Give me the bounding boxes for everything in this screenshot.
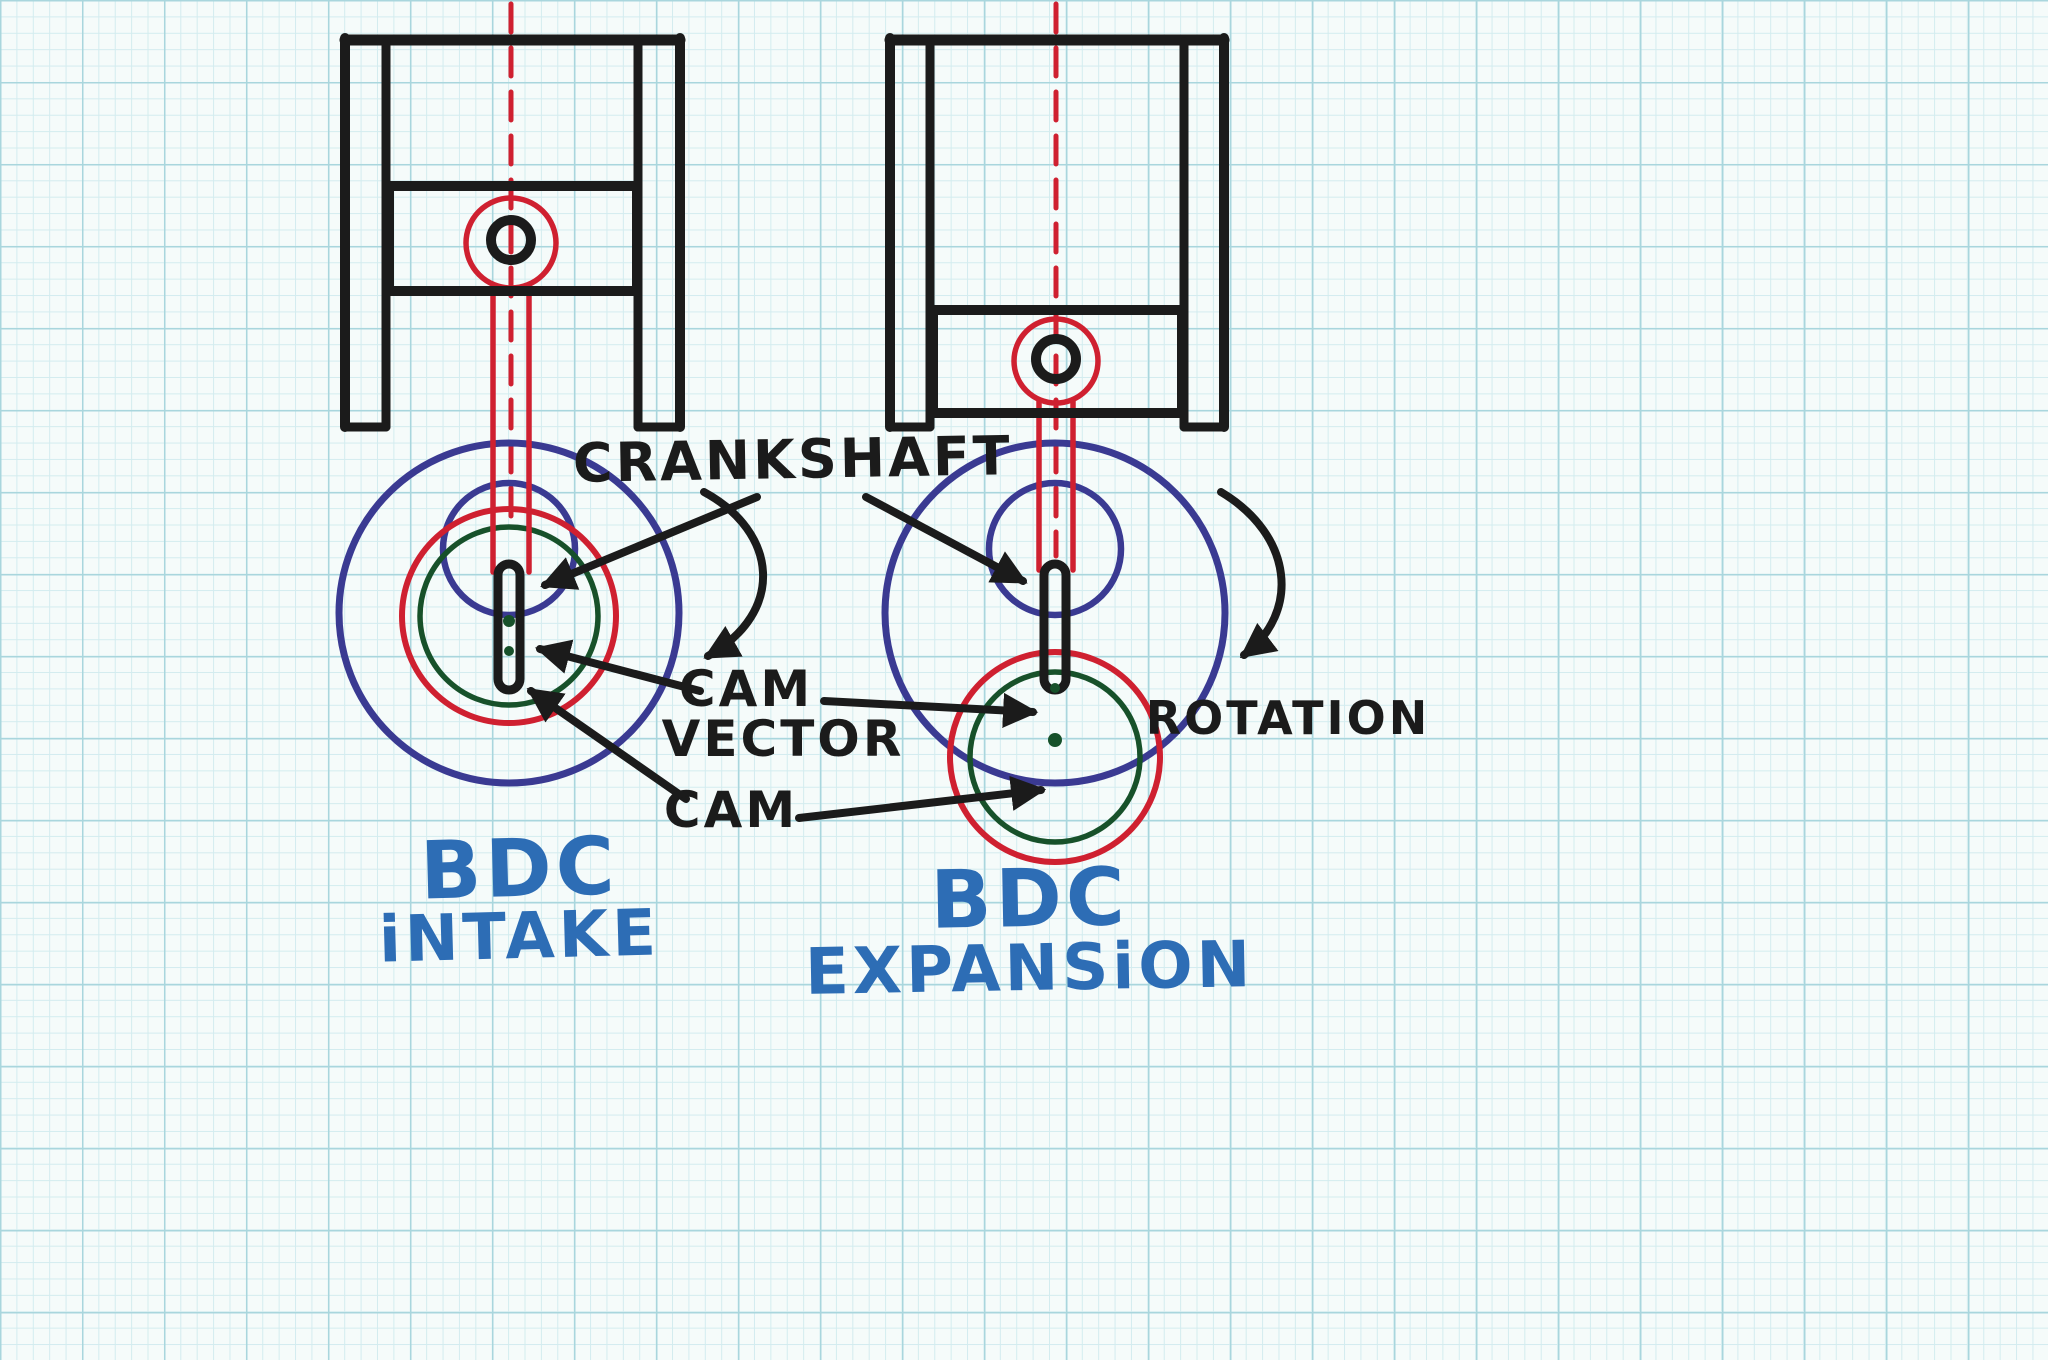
left-assembly (335, 1, 686, 787)
left-cam-green-circle (417, 524, 601, 708)
caption-right-line1: BDC (930, 850, 1130, 946)
right-counterweight-circle (985, 479, 1125, 619)
cam-arrow-left (526, 687, 690, 803)
right-cam-center-dot (1048, 733, 1062, 747)
caption-left-line2: iNTAKE (378, 896, 661, 977)
label-cam-vector-line2: VECTOR (662, 710, 905, 768)
crankshaft-arrow-right (862, 493, 1028, 585)
cam-vector-arrow-right (820, 692, 1039, 729)
caption-right-line2: EXPANSiON (804, 928, 1254, 1010)
left-crank-path-circle (335, 439, 683, 787)
label-rotation: ROTATION (1146, 691, 1430, 745)
left-cam-center-dot (503, 615, 515, 627)
annotation-arrows (526, 488, 1286, 822)
right-connecting-rod (1011, 316, 1101, 573)
right-piston (928, 305, 1187, 418)
rotation-arrow-right (1217, 488, 1286, 659)
right-cam-red-circle (947, 649, 1163, 865)
left-cam-red-circle (399, 506, 619, 726)
left-cam-lower-dot (504, 646, 514, 656)
left-wrist-pin (486, 215, 536, 265)
cam-arrow-right (795, 775, 1047, 822)
left-cam-vector-pin (493, 559, 525, 695)
right-assembly (881, 1, 1230, 865)
diagram-captions: BDC iNTAKE BDC EXPANSiON (378, 819, 1255, 1009)
right-wrist-pin (1031, 334, 1081, 384)
label-cam: CAM (664, 781, 798, 839)
caption-left-line1: BDC (419, 819, 619, 917)
left-piston (384, 181, 642, 296)
right-cam-pin-dot (1050, 683, 1060, 693)
rotation-arrow-left (700, 488, 767, 660)
label-crankshaft: CRANKSHAFT (572, 424, 1013, 495)
crankshaft-arrow-left (540, 493, 761, 590)
cam-vector-arrow-left (534, 639, 704, 695)
annotation-labels: CRANKSHAFT CAM VECTOR CAM ROTATION (572, 424, 1430, 839)
right-cam-green-circle (967, 669, 1143, 845)
label-cam-vector-line1: CAM (679, 660, 813, 718)
right-crank-path-circle (881, 439, 1229, 787)
